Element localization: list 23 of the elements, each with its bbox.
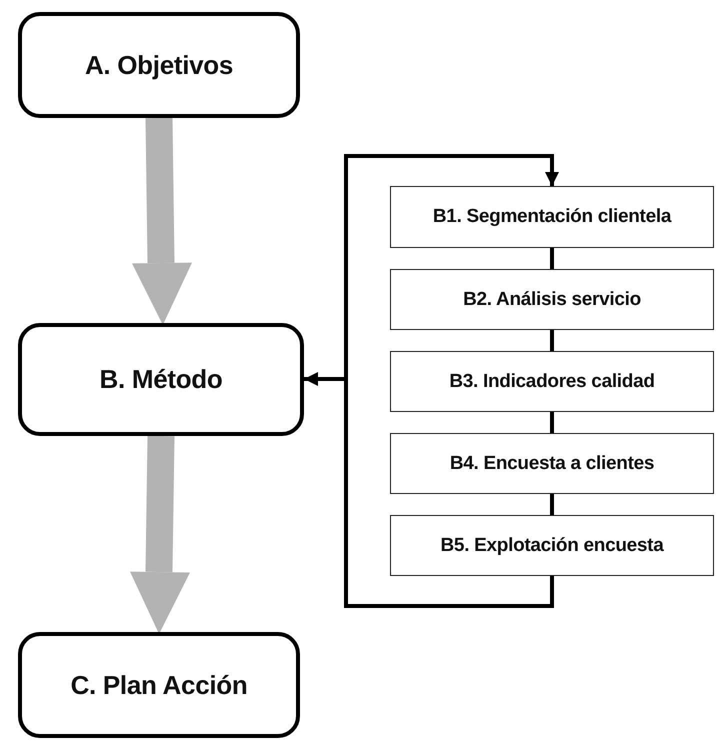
block-arrow — [132, 118, 192, 325]
step-box — [390, 186, 714, 248]
box-label: B5. Explotación encuesta — [440, 534, 664, 556]
connector-line — [550, 330, 554, 351]
step-box — [390, 515, 714, 576]
connector-line — [550, 248, 554, 269]
box-label: B. Método — [100, 364, 222, 395]
step-box — [390, 433, 714, 494]
arrow — [304, 372, 554, 608]
block-arrow — [130, 436, 190, 634]
process-box — [18, 632, 300, 738]
connector-line — [550, 412, 554, 433]
box-label: B4. Encuesta a clientes — [450, 452, 654, 474]
step-box — [390, 269, 714, 330]
box-label: A. Objetivos — [84, 50, 234, 80]
connector-line — [550, 494, 554, 515]
process-box — [18, 12, 300, 118]
box-label: B1. Segmentación clientela — [432, 206, 672, 228]
step-box — [390, 351, 714, 412]
box-label: B3. Indicadores calidad — [449, 370, 655, 392]
process-box — [18, 323, 304, 436]
box-label: C. Plan Acción — [70, 670, 248, 700]
box-label: B2. Análisis servicio — [463, 288, 641, 310]
